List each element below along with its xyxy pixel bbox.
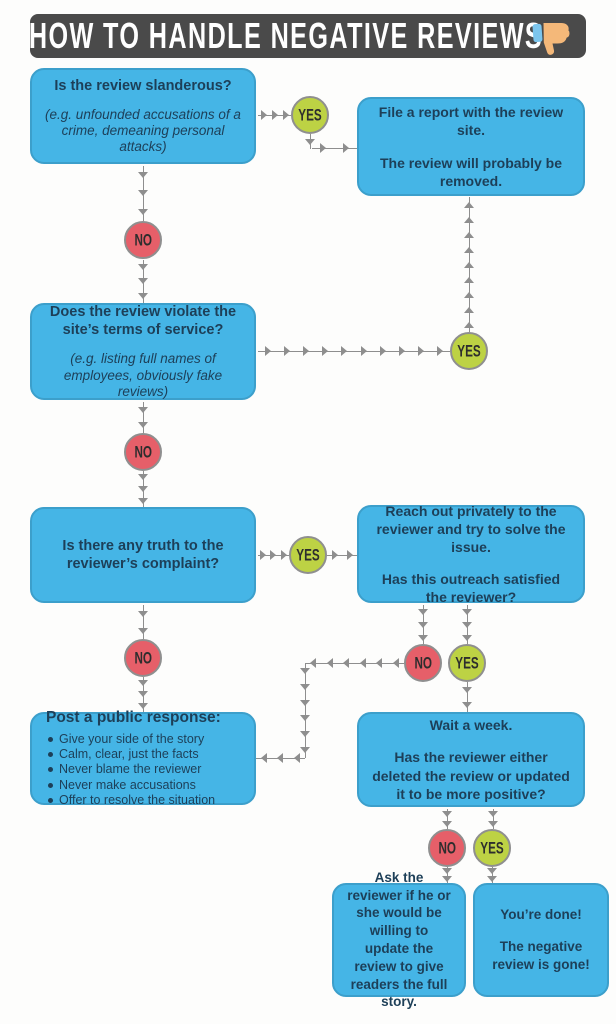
flow-arrow (137, 402, 149, 433)
node-example: (e.g. listing full names of employees, o… (63, 351, 223, 399)
no-badge: NO (124, 221, 162, 259)
yes-badge: YES (448, 644, 486, 682)
flow-arrow (137, 260, 149, 303)
node-text: The review will probably be removed. (379, 154, 563, 189)
node-ask-update: Ask the reviewer if he or she would be w… (332, 870, 466, 1009)
node-text: File a report with the review site. (378, 104, 564, 139)
badge-label: YES (298, 105, 322, 125)
node-is-review-slanderous: Is the review slanderous? (e.g. unfounde… (30, 68, 256, 164)
flow-arrow (441, 809, 453, 829)
node-text: The negative review is gone! (492, 939, 590, 972)
node-violates-terms: Does the review violate the site’s terms… (30, 303, 256, 400)
node-question: Is the review slanderous? (54, 77, 232, 94)
flow-arrow (312, 142, 357, 154)
node-text: You’re done! (500, 907, 582, 923)
flow-arrow (258, 549, 289, 561)
node-text: Ask the reviewer if he or she would be w… (347, 869, 451, 1010)
flow-arrow (461, 605, 473, 644)
node-reach-out: Reach out privately to the reviewer and … (357, 502, 585, 606)
badge-label: NO (414, 653, 432, 673)
node-question: Does the review violate the site’s terms… (49, 304, 237, 339)
no-badge: NO (124, 639, 162, 677)
node-done: You’re done! The negative review is gone… (473, 883, 609, 997)
no-badge: NO (428, 829, 466, 867)
flow-arrow (327, 549, 357, 561)
flow-arrow (305, 657, 404, 669)
flow-arrow (486, 867, 498, 883)
yes-badge: YES (473, 829, 511, 867)
flow-arrow (258, 109, 291, 121)
flow-arrow (417, 605, 429, 644)
node-wait-a-week: Wait a week. Has the reviewer either del… (357, 712, 585, 807)
badge-label: NO (438, 838, 456, 858)
no-badge: NO (404, 644, 442, 682)
flow-arrow (441, 867, 453, 883)
node-public-response: Post a public response: Give your side o… (30, 708, 256, 808)
no-badge: NO (124, 433, 162, 471)
flow-arrow (463, 197, 475, 332)
bullet-item: Never blame the reviewer (46, 762, 215, 777)
thumbs-down-icon (532, 17, 576, 57)
yes-badge: YES (291, 96, 329, 134)
badge-label: YES (457, 341, 481, 361)
bullet-item: Never make accusations (46, 778, 215, 793)
badge-label: NO (134, 442, 152, 462)
flow-arrow (304, 134, 316, 149)
flow-arrow (137, 677, 149, 712)
bullet-item: Offer to resolve the situation (46, 793, 215, 808)
yes-badge: YES (450, 332, 488, 370)
badge-label: YES (296, 545, 320, 565)
node-any-truth: Is there any truth to the reviewer’s com… (30, 507, 256, 603)
node-file-report: File a report with the review site. The … (357, 97, 585, 196)
badge-label: NO (134, 648, 152, 668)
flow-arrow (487, 809, 499, 829)
flow-arrow (137, 605, 149, 639)
node-question: Is there any truth to the reviewer’s com… (62, 537, 224, 572)
flow-arrow (461, 682, 473, 712)
node-text: Wait a week. (429, 717, 513, 734)
node-title: Post a public response: (46, 708, 221, 726)
bullet-item: Calm, clear, just the facts (46, 747, 215, 762)
flow-arrow (137, 471, 149, 507)
flow-arrow (299, 663, 311, 758)
flow-arrow (137, 166, 149, 221)
node-text: Reach out privately to the reviewer and … (376, 502, 566, 555)
bullet-item: Give your side of the story (46, 732, 215, 747)
node-text: Has the reviewer either deleted the revi… (372, 749, 570, 802)
badge-label: YES (455, 653, 479, 673)
flow-arrow (256, 752, 305, 764)
yes-badge: YES (289, 536, 327, 574)
badge-label: NO (134, 230, 152, 250)
page-title: HOW TO HANDLE NEGATIVE REVIEWS (28, 15, 544, 56)
node-example: (e.g. unfounded accusations of a crime, … (45, 106, 241, 155)
title-bar: HOW TO HANDLE NEGATIVE REVIEWS (28, 14, 586, 58)
flow-arrow (258, 345, 450, 357)
badge-label: YES (480, 838, 504, 858)
node-text: Has this outreach satisfied the reviewer… (381, 571, 561, 606)
